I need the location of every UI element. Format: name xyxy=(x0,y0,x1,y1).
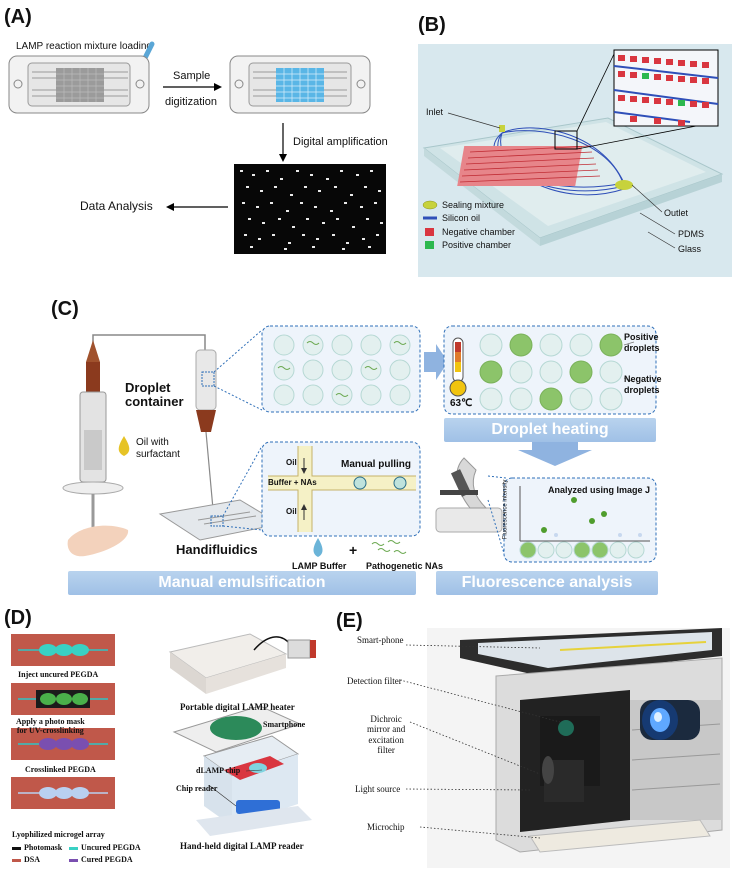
legend-positive: Positive chamber xyxy=(442,240,512,250)
smartphone-label: Smartphone xyxy=(263,720,306,729)
oil-drop-icon xyxy=(118,436,130,456)
negative-droplets-label: Negative droplets xyxy=(624,374,662,395)
handifluidics-label: Handifluidics xyxy=(176,542,258,557)
outlet-label: Outlet xyxy=(664,208,689,218)
droplet-array-heated xyxy=(479,333,623,411)
pegda-step-4 xyxy=(11,777,115,809)
buffer-nas-label: Buffer + NAs xyxy=(268,478,317,487)
microscope-icon xyxy=(435,457,503,533)
legend-dsa: DSA xyxy=(24,855,41,864)
detection-filter-label: Detection filter xyxy=(347,676,402,686)
fluorescence-dots xyxy=(240,170,383,250)
oil-top-label: Oil xyxy=(286,458,297,467)
chip-digitized xyxy=(229,55,371,114)
digital-amplification-label: Digital amplification xyxy=(293,136,388,148)
led-light-source xyxy=(640,700,700,740)
inlet-label: Inlet xyxy=(426,107,444,117)
dichroic-mirror-label: Dichroic mirror and excitation filter xyxy=(367,714,406,756)
down-arrow xyxy=(518,442,592,466)
legend-sealing: Sealing mixture xyxy=(442,200,505,210)
panel-c-label: (C) xyxy=(51,298,79,320)
chip-empty xyxy=(8,55,150,114)
manual-emulsification-banner: Manual emulsification xyxy=(68,571,416,595)
droplet-container-icon xyxy=(195,349,217,521)
microchip-label: Microchip xyxy=(367,822,405,832)
oil-bottom-label: Oil xyxy=(286,507,297,516)
fluorescence-analysis-banner: Fluorescence analysis xyxy=(436,571,658,595)
syringe-icon xyxy=(62,340,124,535)
pegda-step-3-label: Crosslinked PEGDA xyxy=(25,765,96,774)
droplet-heating-banner: Droplet heating xyxy=(444,418,656,442)
dlamp-chip-label: dLAMP chip xyxy=(196,766,241,775)
flow-arrow xyxy=(424,344,448,380)
glass-label: Glass xyxy=(678,244,702,254)
digitization-label: digitization xyxy=(165,96,217,108)
analysis-droplet-row xyxy=(519,541,645,559)
manual-pulling-label: Manual pulling xyxy=(341,459,411,470)
panel-d-label: (D) xyxy=(4,607,32,629)
panel-a-graphics xyxy=(8,41,386,254)
pegda-step-2-label: Apply a photo mask for UV-crosslinking xyxy=(16,717,85,736)
loading-label: LAMP reaction mixture loading xyxy=(16,41,152,52)
panel-a-label: (A) xyxy=(4,6,32,28)
reader-label: Hand-held digital LAMP reader xyxy=(180,841,304,851)
reader-housing xyxy=(495,657,723,853)
pegda-step-1-label: Inject uncured PEGDA xyxy=(18,670,99,679)
channel-junction xyxy=(268,446,416,532)
pegda-step-3 xyxy=(11,728,115,760)
hand-icon xyxy=(67,525,129,557)
legend-photomask: Photomask xyxy=(24,843,63,852)
pdms-label: PDMS xyxy=(678,229,705,239)
panel-c-graphics xyxy=(62,325,657,563)
analysis-points xyxy=(541,497,607,533)
droplet-array-top xyxy=(273,334,411,406)
chamber-grid xyxy=(457,146,583,186)
hand-held-reader xyxy=(172,705,312,836)
smart-phone-device xyxy=(460,628,722,676)
legend-silicon: Silicon oil xyxy=(442,213,481,223)
pathogenetic-label: Pathogenetic NAs xyxy=(366,561,444,571)
heater-label: Portable digital LAMP heater xyxy=(180,702,295,712)
lamp-buffer-label: LAMP Buffer xyxy=(292,561,347,571)
droplet-container-label: Droplet container xyxy=(125,380,184,410)
pathogenetic-nas-icon xyxy=(371,540,407,554)
legend-negative: Negative chamber xyxy=(442,227,516,237)
panel-b-label: (B) xyxy=(418,14,446,36)
legend-uncured: Uncured PEGDA xyxy=(81,843,141,852)
temperature-label: 63℃ xyxy=(450,398,473,409)
zoom-inset xyxy=(613,55,719,126)
chip-reader-label: Chip reader xyxy=(176,784,218,793)
oil-surfactant-label: Oil with surfactant xyxy=(136,437,180,460)
positive-droplets-label: Positive droplets xyxy=(624,332,660,353)
heater-device xyxy=(168,633,316,694)
pegda-step-1 xyxy=(11,634,115,666)
pegda-step-2 xyxy=(11,683,115,715)
sample-label: Sample xyxy=(173,70,211,82)
thermometer-icon xyxy=(449,337,467,397)
light-source-label: Light source xyxy=(355,784,401,794)
plus-label: + xyxy=(349,542,358,558)
smart-phone-label: Smart-phone xyxy=(357,635,404,645)
lamp-buffer-drop-icon xyxy=(313,538,323,557)
panel-b-graphics xyxy=(418,44,732,277)
analyzed-label: Analyzed using Image J xyxy=(548,485,651,495)
pegda-step-4-label: Lyophilized microgel array xyxy=(12,830,105,839)
panel-e-label: (E) xyxy=(336,610,363,632)
data-analysis-label: Data Analysis xyxy=(80,199,153,213)
legend-cured: Cured PEGDA xyxy=(81,855,133,864)
